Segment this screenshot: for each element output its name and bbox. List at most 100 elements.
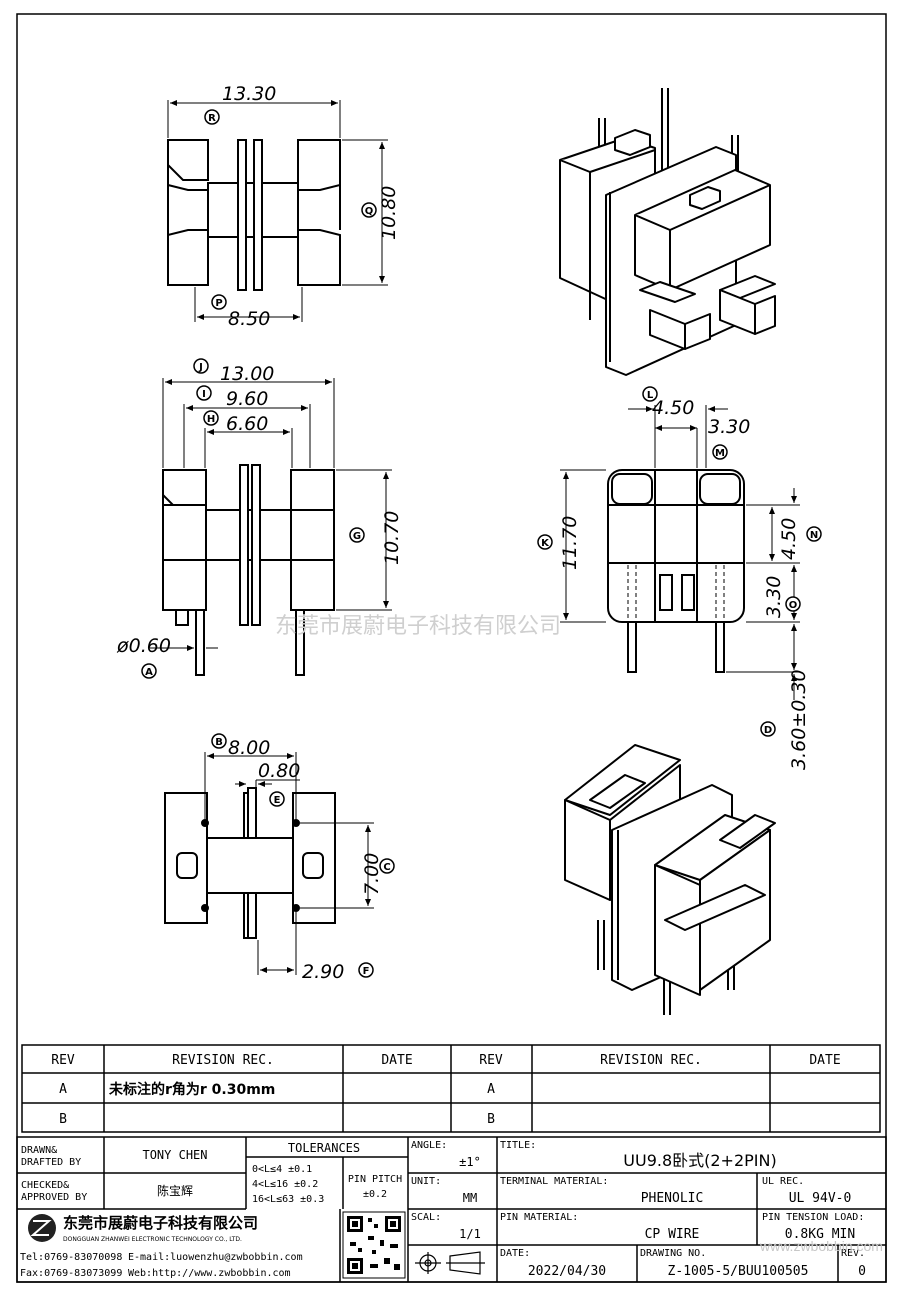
terminal-material-value: PHENOLIC	[641, 1191, 704, 1206]
dim-bottom-width: 8.00	[228, 737, 270, 759]
svg-text:A: A	[145, 667, 153, 678]
svg-text:F: F	[363, 966, 370, 977]
ul-value: UL 94V-0	[789, 1191, 852, 1206]
callout-f: F	[358, 962, 374, 978]
svg-text:E: E	[274, 795, 281, 806]
isometric-view-bottom	[564, 744, 776, 1015]
revision-rec-header-2: REVISION REC.	[600, 1053, 702, 1068]
dim-side-w1: 4.50	[652, 397, 694, 419]
dim-pin-length: 3.60±0.30	[788, 669, 810, 770]
callout-i: I	[196, 385, 212, 401]
scale-label: SCAL:	[411, 1212, 441, 1223]
callout-a: A	[141, 663, 157, 679]
rev-a-right: A	[487, 1082, 495, 1097]
callout-o: O	[785, 596, 801, 612]
pin-tension-label: PIN TENSION LOAD:	[762, 1212, 864, 1223]
callout-d: D	[760, 721, 776, 737]
unit-value: MM	[463, 1191, 477, 1205]
callout-j: J	[193, 358, 209, 374]
dim-bottom-pitch: 2.90	[302, 961, 344, 983]
svg-text:D: D	[764, 725, 772, 736]
rev-a-left: A	[59, 1082, 67, 1097]
svg-text:R: R	[208, 113, 216, 124]
front-view	[162, 464, 335, 676]
pin-material-value: CP WIRE	[645, 1227, 700, 1242]
svg-text:N: N	[810, 530, 818, 541]
corner-watermark: www.zwbobbin.com	[759, 1238, 883, 1254]
watermark-text: 东莞市展蔚电子科技有限公司	[275, 614, 561, 639]
dim-front-width: 13.00	[220, 363, 274, 385]
svg-text:G: G	[353, 531, 361, 542]
rev-value: 0	[858, 1264, 866, 1279]
rev-b-left: B	[59, 1112, 67, 1127]
rev-header-1: REV	[51, 1053, 75, 1068]
revision-table-text: REV REVISION REC. DATE REV REVISION REC.…	[51, 1053, 840, 1127]
callout-p: P	[211, 294, 227, 310]
date-value: 2022/04/30	[528, 1264, 606, 1279]
drawing-no-value: Z-1005-5/BUU100505	[668, 1264, 809, 1279]
dim-front-height: 10.70	[381, 511, 403, 565]
bottom-view	[164, 787, 336, 939]
drawing-no-label: DRAWING NO.	[640, 1248, 706, 1259]
tolerance-row-2: 4<L≤16 ±0.2	[252, 1179, 318, 1190]
date-header-2: DATE	[809, 1053, 840, 1068]
svg-text:B: B	[215, 737, 223, 748]
company-name-cn: 东莞市展蔚电子科技有限公司	[63, 1214, 258, 1232]
dim-front-inner: 6.60	[226, 413, 268, 435]
unit-label: UNIT:	[411, 1176, 441, 1187]
callout-m: M	[712, 444, 728, 460]
projection-symbol-icon	[415, 1251, 485, 1275]
isometric-view-top	[559, 88, 776, 376]
company-fax: Fax:0769-83073099	[20, 1268, 122, 1279]
callout-r: R	[204, 109, 220, 125]
dim-bottom-flange: 0.80	[258, 760, 300, 782]
callout-l: L	[642, 386, 658, 402]
dim-side-h2: 3.30	[763, 576, 785, 618]
callout-h: H	[203, 410, 219, 426]
title-block-grid	[16, 1136, 887, 1283]
drawn-value: TONY CHEN	[142, 1148, 207, 1162]
company-email: E-mail:luowenzhu@zwbobbin.com	[128, 1252, 303, 1263]
scale-value: 1/1	[459, 1227, 481, 1241]
callout-k: K	[537, 534, 553, 550]
checked-value: 陈宝辉	[157, 1183, 193, 1198]
tolerance-row-1: 0<L≤4 ±0.1	[252, 1164, 312, 1175]
side-view-hidden	[627, 565, 725, 620]
svg-text:K: K	[541, 538, 550, 549]
company-logo	[28, 1214, 56, 1242]
callout-b: B	[211, 733, 227, 749]
pin-material-label: PIN MATERIAL:	[500, 1212, 578, 1223]
dim-top-height: 10.80	[378, 186, 400, 240]
dim-side-w2: 3.30	[708, 416, 750, 438]
svg-text:M: M	[715, 448, 725, 459]
date-label: DATE:	[500, 1248, 530, 1259]
dim-top-inner: 8.50	[228, 308, 270, 330]
tolerance-row-3: 16<L≤63 ±0.3	[252, 1194, 324, 1205]
svg-text:H: H	[207, 414, 215, 425]
company-block: 东莞市展蔚电子科技有限公司 DONGGUAN ZHANWEI ELECTRONI…	[20, 1211, 485, 1279]
top-view	[167, 139, 341, 291]
dim-top-width: 13.30	[222, 83, 276, 105]
dim-front-mid: 9.60	[226, 388, 268, 410]
revision-a-record: 未标注的r角为r 0.30mm	[109, 1081, 275, 1098]
dim-side-h1: 4.50	[778, 518, 800, 560]
svg-text:I: I	[202, 389, 206, 400]
tolerances-label: TOLERANCES	[288, 1141, 360, 1155]
top-view-dims	[167, 100, 388, 322]
company-tel: Tel:0769-83070098	[20, 1252, 122, 1263]
terminal-material-label: TERMINAL MATERIAL:	[500, 1176, 608, 1187]
title-block-text: DRAWN&DRAFTED BY TONY CHEN CHECKED&APPRO…	[21, 1140, 883, 1279]
callout-g: G	[349, 527, 365, 543]
rev-header-2: REV	[479, 1053, 503, 1068]
qr-code-icon	[342, 1211, 406, 1279]
company-web: Web:http://www.zwbobbin.com	[128, 1268, 291, 1279]
callout-e: E	[269, 791, 285, 807]
checked-label: CHECKED&APPROVED BY	[21, 1180, 87, 1203]
svg-text:C: C	[383, 862, 390, 873]
dim-side-height: 11.70	[559, 516, 581, 570]
callouts: R Q P J I H G A L M K N O D B E C F	[141, 109, 822, 978]
svg-text:L: L	[647, 390, 654, 401]
callout-n: N	[806, 526, 822, 542]
rev-b-right: B	[487, 1112, 495, 1127]
